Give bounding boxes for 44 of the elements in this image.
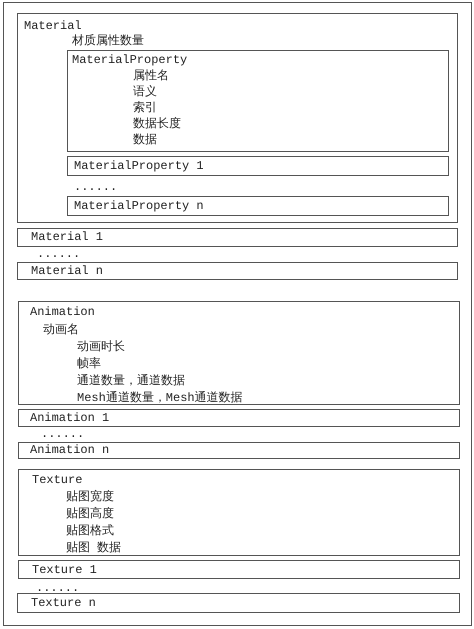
ellipsis-text: ...... bbox=[37, 247, 80, 261]
field-label: 语义 bbox=[133, 85, 157, 99]
section-heading: MaterialProperty bbox=[72, 53, 188, 67]
field-label: 贴图高度 bbox=[66, 507, 114, 521]
material-box bbox=[17, 262, 458, 280]
ellipsis-text: ...... bbox=[41, 427, 84, 441]
texture-box bbox=[18, 469, 460, 556]
field-label: 材质属性数量 bbox=[72, 34, 144, 48]
ellipsis-text: ...... bbox=[36, 581, 80, 595]
field-label: 索引 bbox=[133, 101, 157, 115]
section-heading: Material n bbox=[31, 264, 104, 278]
material-box bbox=[17, 13, 458, 223]
section-heading: MaterialProperty n bbox=[74, 199, 204, 213]
field-label: 属性名 bbox=[133, 69, 169, 83]
section-heading: Texture n bbox=[31, 596, 96, 610]
field-label: 动画时长 bbox=[77, 340, 125, 354]
property-box bbox=[67, 196, 449, 216]
section-heading: Animation n bbox=[30, 443, 110, 457]
ellipsis-text: ...... bbox=[74, 180, 118, 194]
section-heading: Material bbox=[24, 19, 82, 33]
animation-box bbox=[18, 301, 460, 405]
field-label: 通道数量，通道数据 bbox=[77, 374, 185, 388]
field-label: 数据 bbox=[133, 133, 157, 147]
outer-frame bbox=[3, 2, 472, 626]
field-label: 动画名 bbox=[43, 323, 79, 337]
property-box bbox=[67, 50, 449, 152]
field-label: 帧率 bbox=[77, 357, 101, 371]
texture-box bbox=[17, 593, 460, 613]
section-heading: Animation bbox=[30, 305, 95, 319]
section-heading: Texture 1 bbox=[32, 563, 97, 577]
section-heading: Animation 1 bbox=[30, 411, 110, 425]
section-heading: MaterialProperty 1 bbox=[74, 159, 204, 173]
field-label: 数据长度 bbox=[133, 117, 181, 131]
section-heading: Texture bbox=[32, 473, 82, 487]
field-label: 贴图宽度 bbox=[66, 490, 114, 504]
field-label: Mesh通道数量，Mesh通道数据 bbox=[77, 391, 243, 405]
animation-box bbox=[18, 409, 460, 427]
animation-box bbox=[18, 442, 460, 459]
property-box bbox=[67, 156, 449, 176]
material-box bbox=[17, 228, 458, 247]
field-label: 贴图 数据 bbox=[66, 541, 122, 555]
field-label: 贴图格式 bbox=[66, 524, 114, 538]
texture-box bbox=[18, 560, 460, 579]
section-heading: Material 1 bbox=[31, 230, 104, 244]
